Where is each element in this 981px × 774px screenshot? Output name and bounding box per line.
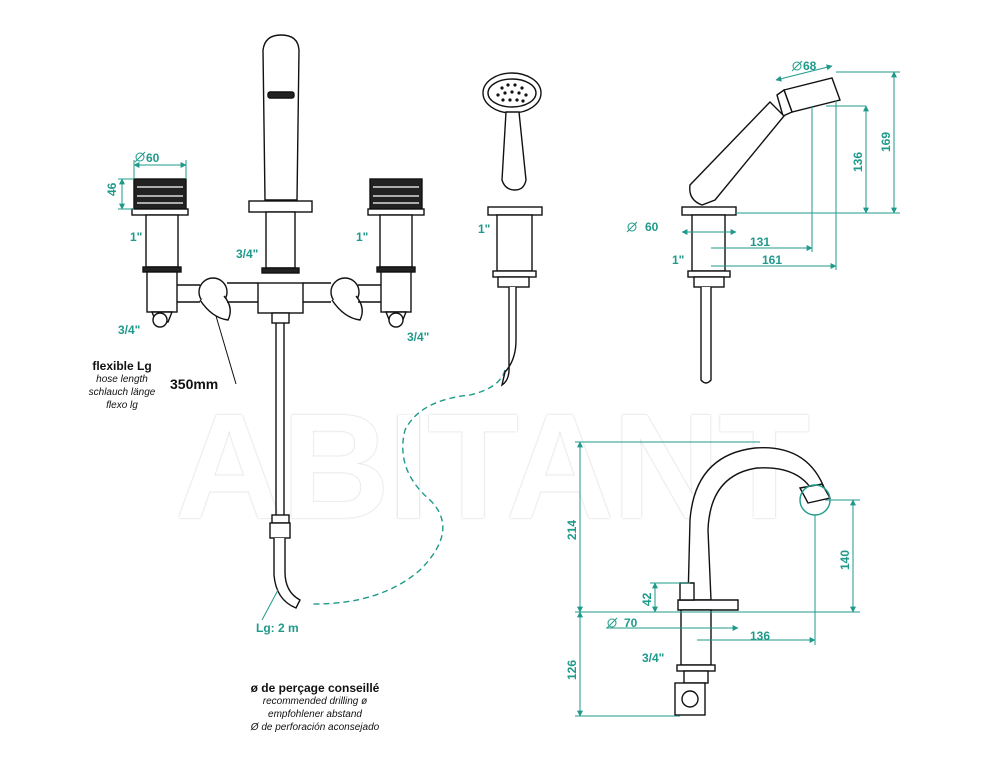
flexible-note-title: flexible Lg bbox=[92, 359, 152, 373]
flexible-note-de: schlauch länge bbox=[88, 387, 156, 398]
center-hose bbox=[269, 323, 301, 609]
drilling-note-en: recommended drilling ø bbox=[262, 696, 368, 707]
drilling-note-de: empfohlener abstand bbox=[268, 709, 362, 720]
drilling-note-title: ø de perçage conseillé bbox=[250, 681, 380, 695]
right-handle bbox=[367, 178, 425, 328]
spout-side bbox=[674, 447, 832, 716]
dim-131: 131 bbox=[750, 235, 770, 249]
label-hose-lg: Lg: 2 m bbox=[256, 621, 299, 635]
flexible-note: flexible Lg hose length schlauch länge f… bbox=[72, 360, 172, 412]
dim-dia-68: 68 bbox=[803, 59, 817, 73]
dim-46: 46 bbox=[105, 182, 119, 196]
dimension-lines bbox=[118, 64, 900, 717]
flexible-note-en: hose length bbox=[96, 374, 148, 385]
dashed-hose-path bbox=[309, 369, 506, 605]
left-handle bbox=[131, 178, 189, 328]
dim-140: 140 bbox=[838, 550, 852, 570]
connection-pipes bbox=[177, 277, 381, 321]
label-spout-34: 3/4" bbox=[642, 651, 664, 665]
dim-214: 214 bbox=[565, 520, 579, 540]
dim-169: 169 bbox=[879, 132, 893, 152]
central-spout bbox=[248, 34, 313, 324]
drilling-note: ø de perçage conseillé recommended drill… bbox=[210, 682, 420, 734]
dim-161: 161 bbox=[762, 253, 782, 267]
dim-dia-60-side: 60 bbox=[645, 220, 659, 234]
hose-length-value: 350mm bbox=[170, 376, 218, 392]
label-right-34: 3/4" bbox=[407, 330, 429, 344]
diameter-symbols bbox=[134, 60, 803, 629]
shower-side bbox=[681, 77, 841, 384]
dim-dia-70: 70 bbox=[624, 616, 638, 630]
dim-136-spout: 136 bbox=[750, 629, 770, 643]
label-left-34: 3/4" bbox=[118, 323, 140, 337]
dim-dia-60-left: 60 bbox=[146, 151, 160, 165]
dim-42: 42 bbox=[640, 592, 654, 606]
flexible-note-es: flexo lg bbox=[106, 400, 138, 411]
dim-136-side: 136 bbox=[851, 152, 865, 172]
dim-126: 126 bbox=[565, 660, 579, 680]
drilling-note-es: Ø de perforación aconsejado bbox=[250, 722, 380, 733]
label-shower-1in: 1" bbox=[478, 222, 490, 236]
label-left-1in: 1" bbox=[130, 230, 142, 244]
label-right-1in: 1" bbox=[356, 230, 368, 244]
shower-front bbox=[482, 72, 543, 387]
label-side-1in: 1" bbox=[672, 253, 684, 267]
label-center-34: 3/4" bbox=[236, 247, 258, 261]
